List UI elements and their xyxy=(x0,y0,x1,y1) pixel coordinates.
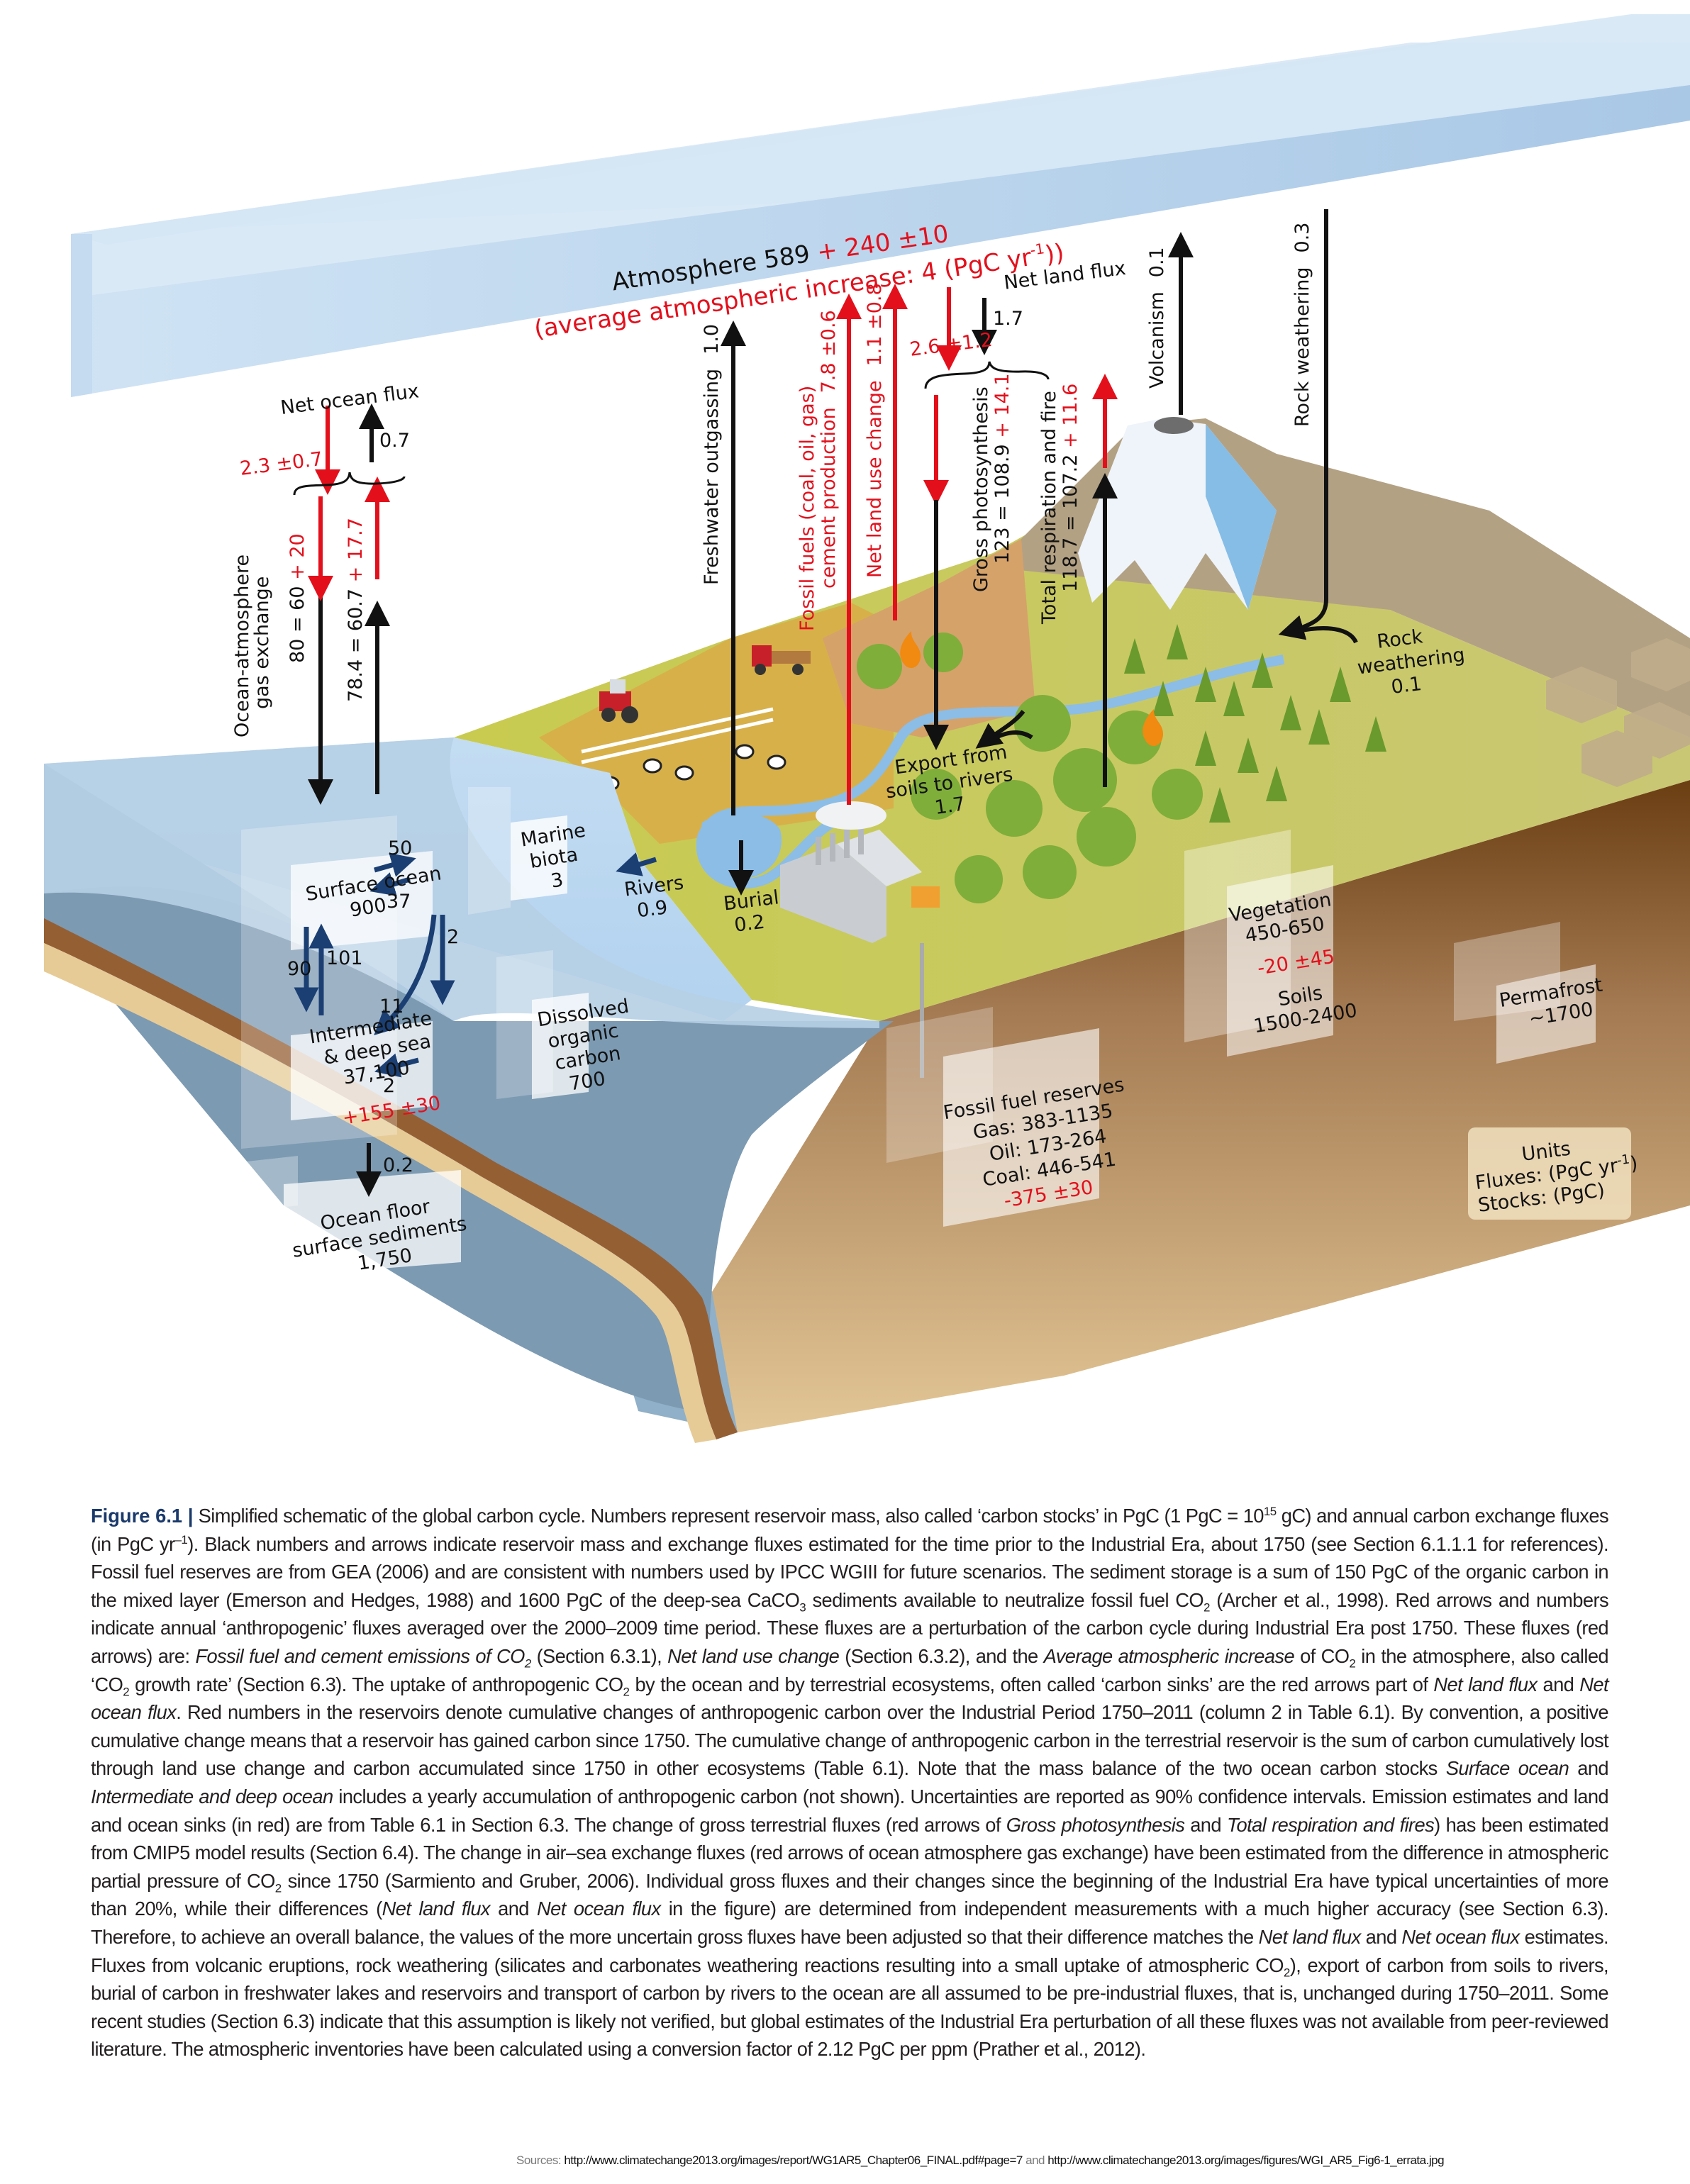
flux-surface-to-deep: 90 xyxy=(287,958,311,980)
total-respiration-label: Total respiration and fire xyxy=(1038,391,1060,625)
log-truck-icon xyxy=(752,645,811,675)
net-land-use-change-label: Net land use change1.1 ±0.8 xyxy=(864,283,886,578)
sources-join: and xyxy=(1025,2154,1045,2167)
carbon-cycle-diagram: Atmosphere 589 + 240 ±10 (average atmosp… xyxy=(44,14,1690,1443)
factory-icon xyxy=(780,801,940,1078)
box-fossil-fuel-reserves xyxy=(886,1007,1099,1227)
volcanism-label: Volcanism0.1 xyxy=(1146,247,1168,389)
gross-photosynthesis-label: Gross photosynthesis xyxy=(970,386,992,592)
arrow-rock-weathering-land xyxy=(1297,626,1358,644)
brace-net-land xyxy=(924,361,1050,389)
flux-deep-to-sediments: 0.2 xyxy=(383,1154,413,1176)
arrow-rock-weathering xyxy=(1278,209,1328,640)
net-ocean-flux-title: Net ocean flux xyxy=(279,380,421,419)
source-link-1[interactable]: http://www.climatechange2013.org/images/… xyxy=(564,2154,1023,2167)
arrow-biota-to-surface xyxy=(369,872,411,896)
volcano-icon xyxy=(1078,417,1277,610)
net-land-flux-black: 1.7 xyxy=(993,308,1023,330)
figure-caption: Figure 6.1 | Simplified schematic of the… xyxy=(91,1504,1609,2061)
rock-weathering-land-value: 0.1 xyxy=(1390,673,1423,698)
box-permafrost xyxy=(1454,922,1596,1064)
fossil-fuels-label-2: cement production7.8 ±0.6 xyxy=(818,310,840,589)
arrow-biota-to-deep xyxy=(374,914,437,1035)
arrow-export-soils-rivers xyxy=(975,710,1025,749)
river xyxy=(696,654,1285,889)
fossil-fuels-label-1: Fossil fuels (coal, oil, gas) xyxy=(796,386,818,631)
fence xyxy=(581,707,774,764)
net-land-flux-red: 2.6 ±1.2 xyxy=(908,329,994,361)
rock-weathering-atm-label: Rock weathering0.3 xyxy=(1291,223,1313,428)
flux-biota-to-doc: 2 xyxy=(447,926,459,948)
source-link-2[interactable]: http://www.climatechange2013.org/images/… xyxy=(1047,2154,1445,2167)
tractor-icon xyxy=(599,679,638,723)
marine-biota-value: 3 xyxy=(550,869,565,892)
sources-line: Sources: http://www.climatechange2013.or… xyxy=(516,2154,1445,2168)
burial-value: 0.2 xyxy=(733,911,766,937)
units-box xyxy=(1468,1127,1631,1220)
flux-doc-to-deep: 2 xyxy=(383,1075,395,1097)
rivers-value: 0.9 xyxy=(636,896,669,922)
arrow-surface-to-biota xyxy=(374,852,416,877)
ocean-atmosphere-label-2: gas exchange xyxy=(251,576,273,709)
total-respiration-value: 118.7 = 107.2 + 11.6 xyxy=(1060,384,1082,592)
flux-deep-to-surface: 101 xyxy=(326,947,363,969)
permafrost-ground xyxy=(1546,638,1690,787)
net-ocean-flux-red: 2.3 ±0.7 xyxy=(239,448,324,480)
ocean-atmosphere-label-1: Ocean-atmosphere xyxy=(231,555,253,737)
flux-surface-to-biota: 50 xyxy=(388,837,412,859)
arrow-doc-to-deep xyxy=(374,1053,419,1078)
gross-photosynthesis-value: 123 = 108.9 + 14.1 xyxy=(991,373,1013,564)
ocean-release-value: 78.4 = 60.7 + 17.7 xyxy=(345,518,367,702)
freshwater-outgassing-label: Freshwater outgassing1.0 xyxy=(701,324,723,585)
soil-cross-section xyxy=(638,780,1690,1432)
ocean-uptake-value: 80 = 60 + 20 xyxy=(287,533,308,663)
box-deep-sea xyxy=(291,1021,433,1120)
atmosphere-slab xyxy=(71,14,1690,397)
net-ocean-flux-black: 0.7 xyxy=(379,430,410,452)
ocean-shallow xyxy=(44,737,879,1028)
brace-net-ocean xyxy=(293,472,406,496)
box-ocean-sediments xyxy=(234,1156,461,1276)
box-vegetation-soils xyxy=(1184,830,1333,1057)
figure-label: Figure 6.1 | xyxy=(91,1505,194,1527)
fire-icon xyxy=(900,631,1163,747)
flux-biota-to-deep: 11 xyxy=(379,996,404,1018)
flux-biota-to-surface: 37 xyxy=(387,891,411,913)
box-marine-biota xyxy=(468,787,567,915)
export-soils-value: 1.7 xyxy=(933,793,967,819)
arrow-rivers xyxy=(616,852,657,876)
sources-prefix: Sources: xyxy=(516,2154,562,2167)
box-dissolved-organic-carbon xyxy=(496,950,589,1099)
